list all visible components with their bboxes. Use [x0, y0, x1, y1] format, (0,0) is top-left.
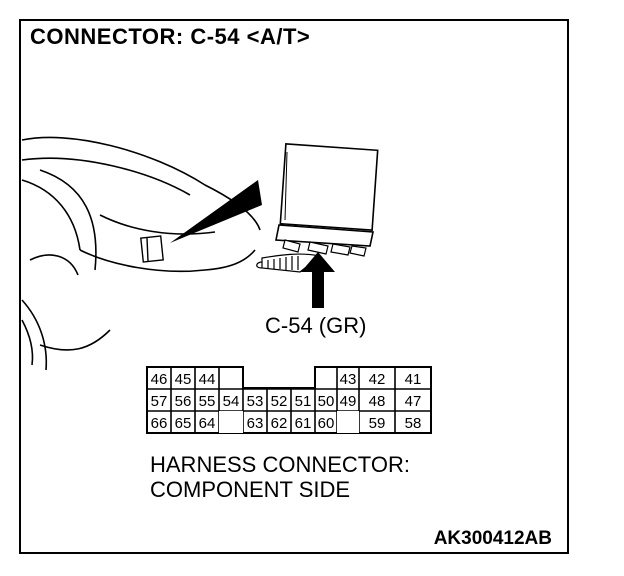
- pin-51: 51: [295, 393, 312, 410]
- pin-53: 53: [247, 393, 264, 410]
- pin-63: 63: [247, 415, 264, 432]
- pin-65: 65: [175, 415, 192, 432]
- location-arrow: [301, 252, 335, 308]
- reference-code: AK300412AB: [433, 528, 552, 549]
- pin-42: 42: [369, 371, 386, 388]
- pin-54: 54: [223, 393, 240, 410]
- pin-47: 47: [405, 393, 422, 410]
- ecu-unit: [275, 143, 379, 257]
- harness-caption-line1: HARNESS CONNECTOR:: [150, 452, 410, 477]
- pin-64: 64: [199, 415, 216, 432]
- pin-59: 59: [369, 415, 386, 432]
- pin-52: 52: [271, 393, 288, 410]
- dashboard-outline: [21, 136, 261, 371]
- pin-55: 55: [199, 393, 216, 410]
- pin-66: 66: [151, 415, 168, 432]
- connector-face: [146, 366, 432, 434]
- pin-43: 43: [340, 371, 357, 388]
- connector-title: CONNECTOR: C-54 <A/T>: [30, 24, 311, 49]
- pin-49: 49: [340, 393, 357, 410]
- pin-61: 61: [295, 415, 312, 432]
- harness-caption-line2: COMPONENT SIDE: [150, 477, 351, 502]
- pin-48: 48: [369, 393, 386, 410]
- connector-label: C-54 (GR): [265, 313, 367, 338]
- ecu-location-box: [140, 235, 164, 263]
- pin-50: 50: [318, 393, 335, 410]
- pin-41: 41: [405, 371, 422, 388]
- diagram-frame: [19, 19, 569, 554]
- pointer-wedge: [170, 180, 262, 243]
- pin-57: 57: [151, 393, 168, 410]
- pin-62: 62: [271, 415, 288, 432]
- pin-45: 45: [175, 371, 192, 388]
- pin-58: 58: [405, 415, 422, 432]
- pin-46: 46: [151, 371, 168, 388]
- pin-labels: 46 45 44 57 56 55 66 65 64 54 53 52 51 5…: [151, 371, 422, 432]
- pin-60: 60: [318, 415, 335, 432]
- pin-56: 56: [175, 393, 192, 410]
- pin-44: 44: [199, 371, 216, 388]
